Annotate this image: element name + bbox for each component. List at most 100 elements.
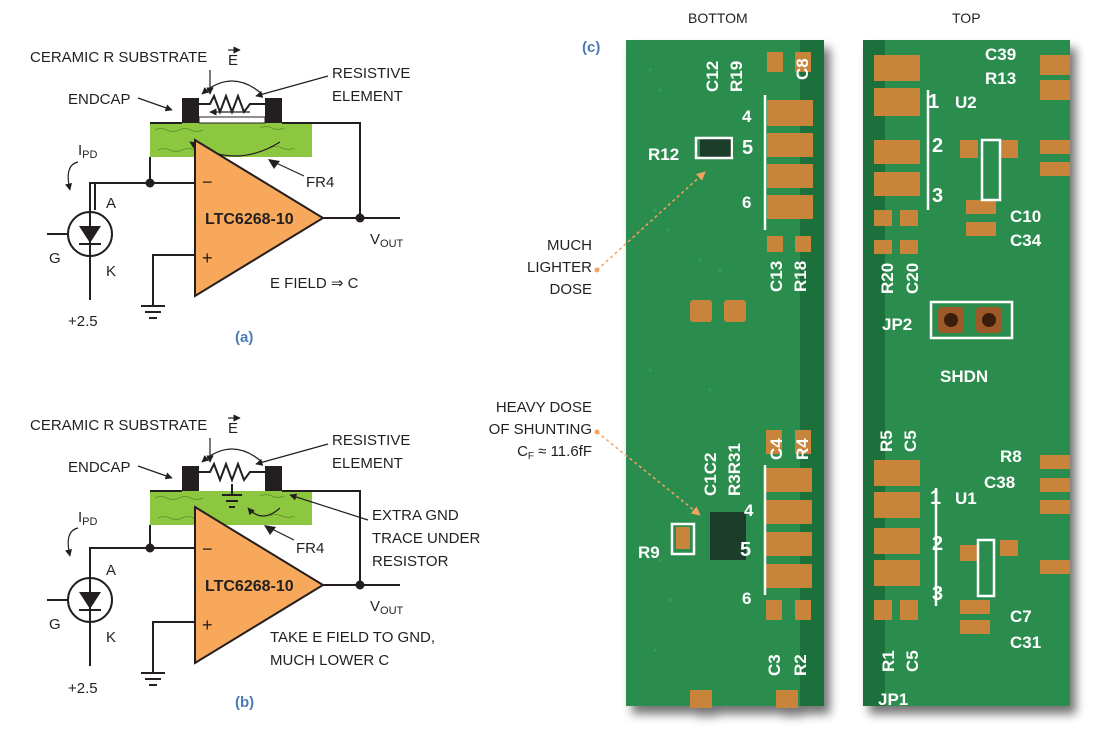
svg-text:C20: C20 [903,263,922,294]
svg-text:C5: C5 [901,430,920,452]
svg-text:R8: R8 [1000,447,1022,466]
fr4-board [150,123,312,157]
photodiode-arrow [79,592,101,609]
plus-sign: + [202,248,213,268]
svg-text:JP2: JP2 [882,315,912,334]
svg-text:R19: R19 [727,61,746,92]
endcap-label: ENDCAP [68,459,131,476]
substrate-label: CERAMIC R SUBSTRATE [30,49,207,66]
heavy-dose-label-1: HEAVY DOSE [496,399,592,416]
svg-text:C31: C31 [1010,633,1041,652]
panel-c-photos: (c) BOTTOM TOP MUCH LIGHTER DOSE HEAVY D… [489,10,981,462]
opamp-triangle [194,505,325,665]
svg-text:R5: R5 [877,430,896,452]
svg-text:C34: C34 [1010,231,1042,250]
svg-text:C8: C8 [793,58,812,80]
svg-text:C7: C7 [1010,607,1032,626]
pin-a-label: A [106,562,116,579]
svg-text:5: 5 [740,539,751,561]
gnd-note-1: TAKE E FIELD TO GND, [270,629,435,646]
gnd-note-2: MUCH LOWER C [270,652,389,669]
svg-text:6: 6 [742,193,751,212]
supply-label: +2.5 [68,680,98,697]
endcap-right [265,98,282,123]
svg-text:E: E [228,420,238,437]
opamp-label: LTC6268-10 [205,578,294,595]
gnd-trace-symbol [222,484,242,508]
svg-text:1: 1 [930,487,941,509]
panel-b-schematic: CERAMIC R SUBSTRATE E RESISTIVE ELEMENT … [30,414,481,711]
svg-text:SHDN: SHDN [940,367,988,386]
resistive-label-1: RESISTIVE [332,432,410,449]
substrate-label: CERAMIC R SUBSTRATE [30,417,207,434]
endcap-label: ENDCAP [68,91,131,108]
svg-text:5: 5 [742,137,753,159]
opamp-label: LTC6268-10 [205,211,294,228]
endcap-left [182,466,199,491]
resistive-label-2: ELEMENT [332,88,403,105]
vout-label: VOUT [370,231,404,250]
efield-note: E FIELD ⇒ C [270,275,359,292]
resistor-zigzag [199,461,265,483]
bottom-title: BOTTOM [688,10,748,26]
svg-text:R20: R20 [878,263,897,294]
heavy-dose-label-2: OF SHUNTING [489,421,592,438]
opamp-triangle [194,138,325,298]
resistor-zigzag [199,93,265,115]
panel-a-schematic: CERAMIC R SUBSTRATE E RESISTIVE ELEMENT … [30,46,410,346]
svg-text:R13: R13 [985,69,1016,88]
extra-gnd-label-1: EXTRA GND [372,507,459,524]
svg-text:4: 4 [744,501,754,520]
pin-a-label: A [106,195,116,212]
pin-k-label: K [106,263,116,280]
resistive-label-2: ELEMENT [332,455,403,472]
endcap-left [182,98,199,123]
pcb-bottom-silkscreen: C12 R19 C8 4 5 6 R12 C13 R18 C1C2 R3R31 … [638,58,812,676]
svg-text:E: E [228,52,238,69]
extra-gnd-label-3: RESISTOR [372,553,449,570]
minus-sign: − [202,172,213,192]
svg-text:C5: C5 [903,650,922,672]
lighter-dose-label-3: DOSE [549,281,592,298]
panel-b-tag: (b) [235,694,254,711]
svg-text:1: 1 [928,91,939,113]
svg-text:2: 2 [932,135,943,157]
svg-text:3: 3 [932,185,943,207]
lighter-dose-label-1: MUCH [547,237,592,254]
vout-label: VOUT [370,598,404,617]
pin-g-label: G [49,616,61,633]
ground-symbol [141,672,165,686]
svg-text:R1: R1 [879,650,898,672]
pcb-top-silkscreen: C39 R13 1 U2 2 3 C10 C34 R20 C20 JP2 SHD… [877,45,1042,709]
svg-text:R3R31: R3R31 [725,443,744,496]
photodiode-arrow [79,226,101,243]
pcb-photo-bottom: C12 R19 C8 4 5 6 R12 C13 R18 C1C2 R3R31 … [626,40,824,708]
svg-text:R2: R2 [791,654,810,676]
svg-text:4: 4 [742,107,752,126]
svg-text:6: 6 [742,589,751,608]
svg-text:C1C2: C1C2 [701,453,720,496]
panel-c-tag: (c) [582,39,600,56]
pcb-photo-top: C39 R13 1 U2 2 3 C10 C34 R20 C20 JP2 SHD… [863,40,1070,709]
svg-text:C39: C39 [985,45,1016,64]
svg-text:JP1: JP1 [878,690,908,709]
svg-text:C10: C10 [1010,207,1041,226]
pin-g-label: G [49,250,61,267]
dose-callouts [596,171,706,516]
heavy-dose-label-3: CF ≈ 11.6fF [517,443,592,462]
pin-k-label: K [106,629,116,646]
svg-text:C3: C3 [765,654,784,676]
resistive-label-1: RESISTIVE [332,65,410,82]
svg-text:R12: R12 [648,145,679,164]
svg-text:U2: U2 [955,93,977,112]
svg-text:R4: R4 [793,438,812,460]
e-field-label: E [228,414,241,437]
extra-gnd-label-2: TRACE UNDER [372,530,481,547]
fr4-label: FR4 [306,174,334,191]
supply-label: +2.5 [68,313,98,330]
svg-text:R9: R9 [638,543,660,562]
panel-a-tag: (a) [235,329,253,346]
svg-text:3: 3 [932,583,943,605]
endcap-right [265,466,282,491]
